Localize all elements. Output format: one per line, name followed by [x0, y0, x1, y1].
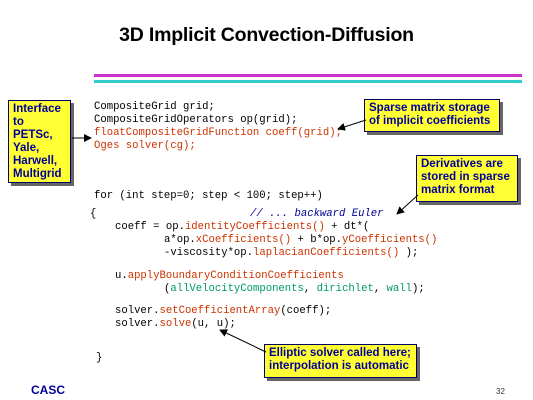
title-rule-magenta	[94, 74, 522, 77]
code-text: solver.	[115, 305, 160, 317]
callout-line: Multigrid	[13, 168, 62, 180]
code-text: + b*op.	[291, 234, 343, 246]
code-text: coeff = op.	[115, 221, 185, 233]
code-function: identityCoefficients()	[184, 221, 325, 233]
footer-casc-logo: CASC	[31, 383, 66, 397]
title-rule-cyan	[94, 80, 522, 83]
callout-line: matrix format	[421, 184, 495, 196]
callout-elliptic-solver: Elliptic solver called here; interpolati…	[264, 344, 417, 378]
code-line-1: CompositeGrid grid;	[94, 101, 215, 113]
code-function: applyBoundaryConditionCoefficients	[127, 270, 344, 282]
code-function: setCoefficientArray	[159, 305, 281, 317]
code-text: -viscosity*op.	[164, 247, 254, 259]
code-text: a*op.	[164, 234, 196, 246]
code-line-7: coeff = op.identityCoefficients() + dt*(	[115, 221, 369, 234]
code-line-10: u.applyBoundaryConditionCoefficients	[115, 270, 344, 283]
code-function: xCoefficients()	[195, 234, 292, 246]
code-function: yCoefficients()	[342, 234, 438, 246]
code-comment: // ... backward Euler	[250, 208, 384, 220]
code-line-5: for (int step=0; step < 100; step++)	[94, 190, 323, 202]
code-text: );	[399, 247, 419, 259]
code-line-12: solver.setCoefficientArray(coeff);	[115, 305, 331, 318]
code-text: solver.	[115, 318, 160, 330]
callout-line: interpolation is automatic	[269, 360, 409, 372]
code-line-13: solver.solve(u, u);	[115, 318, 236, 331]
page-number: 32	[496, 387, 505, 396]
code-text: ,	[373, 283, 387, 295]
code-line-11: (allVelocityComponents, dirichlet, wall)…	[164, 283, 425, 296]
callout-line: Elliptic solver called here;	[269, 347, 411, 359]
code-line-8: a*op.xCoefficients() + b*op.yCoefficient…	[164, 234, 437, 247]
callout-line: stored in sparse	[421, 171, 510, 183]
code-text: );	[411, 283, 425, 295]
callout-line: Yale,	[13, 142, 40, 154]
callout-interface: Interface to PETSc, Yale, Harwell, Multi…	[8, 100, 71, 183]
callout-line: Interface	[13, 103, 61, 115]
callout-line: of implicit coefficients	[369, 115, 491, 127]
arrow-sparse-storage	[337, 119, 367, 131]
code-function: solve	[159, 318, 192, 330]
code-text: (	[164, 283, 171, 295]
code-argument: allVelocityComponents	[170, 283, 304, 295]
callout-line: to PETSc,	[13, 116, 53, 141]
code-open-brace: {	[90, 208, 97, 220]
code-line-9: -viscosity*op.laplacianCoefficients() );	[164, 247, 418, 260]
code-function: laplacianCoefficients()	[253, 247, 400, 259]
arrow-elliptic-solver	[219, 329, 267, 353]
code-text: + dt*(	[324, 221, 370, 233]
code-line-4: Oges solver(cg);	[94, 140, 196, 152]
code-text: (coeff);	[280, 305, 332, 317]
code-argument: dirichlet	[316, 283, 374, 295]
slide-title: 3D Implicit Convection-Diffusion	[119, 24, 414, 46]
code-text: (u, u);	[191, 318, 236, 330]
callout-sparse-storage: Sparse matrix storage of implicit coeffi…	[364, 99, 500, 132]
callout-line: Harwell,	[13, 155, 58, 167]
code-line-3: floatCompositeGridFunction coeff(grid);	[94, 127, 342, 139]
callout-line: Sparse matrix storage	[369, 102, 490, 114]
code-close-brace: }	[96, 352, 103, 364]
arrow-derivatives	[396, 194, 419, 215]
callout-derivatives: Derivatives are stored in sparse matrix …	[416, 155, 518, 202]
code-argument: wall	[386, 283, 412, 295]
callout-line: Derivatives are	[421, 158, 503, 170]
code-line-2: CompositeGridOperators op(grid);	[94, 114, 298, 126]
code-text: u.	[115, 270, 128, 282]
code-text: ,	[303, 283, 317, 295]
